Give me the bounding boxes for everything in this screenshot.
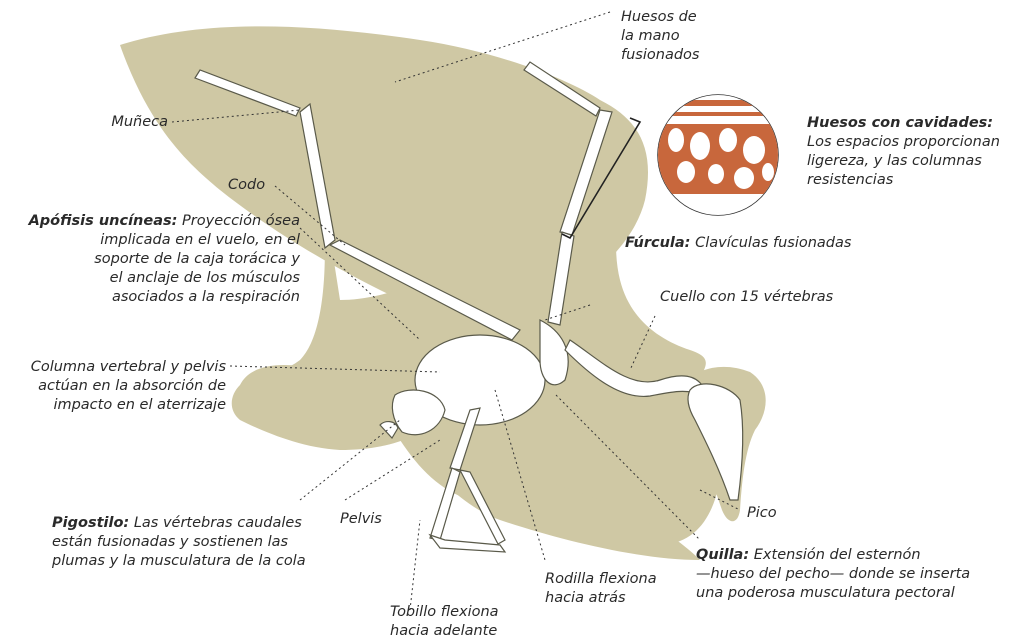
- label-apofisis-line4: el anclaje de los músculos: [4, 269, 300, 288]
- label-columna-line1: Columna vertebral y pelvis: [4, 358, 226, 377]
- label-quilla-title: Quilla:: [696, 547, 749, 563]
- label-quilla: Quilla: Extensión del esternón —hueso de…: [696, 546, 970, 603]
- label-quilla-line2: —hueso del pecho— donde se inserta: [696, 565, 970, 584]
- label-rodilla-line2: hacia atrás: [545, 589, 657, 608]
- label-cavidades-line2: ligereza, y las columnas: [807, 152, 1000, 171]
- label-apofisis: Apófisis uncíneas: Proyección ósea impli…: [4, 212, 300, 307]
- label-columna-line2: actúan en la absorción de: [4, 377, 226, 396]
- label-cuello: Cuello con 15 vértebras: [660, 288, 833, 307]
- label-pico: Pico: [747, 504, 777, 523]
- label-codo: Codo: [228, 176, 265, 195]
- label-pigostilo-line3: plumas y la musculatura de la cola: [52, 552, 306, 571]
- label-columna-line3: impacto en el aterrizaje: [4, 396, 226, 415]
- label-cavidades-line3: resistencias: [807, 171, 1000, 190]
- label-apofisis-title: Apófisis uncíneas:: [29, 213, 178, 229]
- label-rodilla: Rodilla flexiona hacia atrás: [545, 570, 657, 608]
- label-cavidades-line1: Los espacios proporcionan: [807, 133, 1000, 152]
- label-cavidades: Huesos con cavidades: Los espacios propo…: [807, 114, 1000, 190]
- label-apofisis-line1: Apófisis uncíneas: Proyección ósea: [4, 212, 300, 231]
- label-apofisis-line2: implicada en el vuelo, en el: [4, 231, 300, 250]
- label-tobillo: Tobillo flexiona hacia adelante: [390, 603, 499, 641]
- label-tobillo-line2: hacia adelante: [390, 622, 499, 641]
- label-huesos-mano-line1: Huesos de: [621, 8, 699, 27]
- label-tobillo-line1: Tobillo flexiona: [390, 603, 499, 622]
- label-furcula-title: Fúrcula:: [625, 235, 690, 251]
- label-pelvis: Pelvis: [340, 510, 382, 529]
- label-quilla-text1: Extensión del esternón: [754, 547, 921, 563]
- label-pigostilo-title: Pigostilo:: [52, 515, 129, 531]
- label-huesos-mano-line2: la mano: [621, 27, 699, 46]
- label-columna: Columna vertebral y pelvis actúan en la …: [4, 358, 226, 415]
- label-pigostilo-line1: Pigostilo: Las vértebras caudales: [52, 514, 306, 533]
- label-apofisis-line5: asociados a la respiración: [4, 288, 300, 307]
- label-quilla-line3: una poderosa musculatura pectoral: [696, 584, 970, 603]
- label-muneca: Muñeca: [40, 113, 168, 132]
- label-furcula-text: Clavículas fusionadas: [695, 235, 851, 251]
- label-huesos-mano-line3: fusionados: [621, 46, 699, 65]
- label-cavidades-title-text: Huesos con cavidades:: [807, 115, 993, 131]
- label-apofisis-line3: soporte de la caja torácica y: [4, 250, 300, 269]
- label-apofisis-text1: Proyección ósea: [182, 213, 300, 229]
- label-rodilla-line1: Rodilla flexiona: [545, 570, 657, 589]
- label-furcula: Fúrcula: Clavículas fusionadas: [625, 234, 851, 253]
- label-pigostilo: Pigostilo: Las vértebras caudales están …: [52, 514, 306, 571]
- label-cavidades-title: Huesos con cavidades:: [807, 114, 1000, 133]
- label-quilla-line1: Quilla: Extensión del esternón: [696, 546, 970, 565]
- label-pigostilo-text1: Las vértebras caudales: [134, 515, 302, 531]
- label-huesos-mano: Huesos de la mano fusionados: [621, 8, 699, 65]
- label-pigostilo-line2: están fusionadas y sostienen las: [52, 533, 306, 552]
